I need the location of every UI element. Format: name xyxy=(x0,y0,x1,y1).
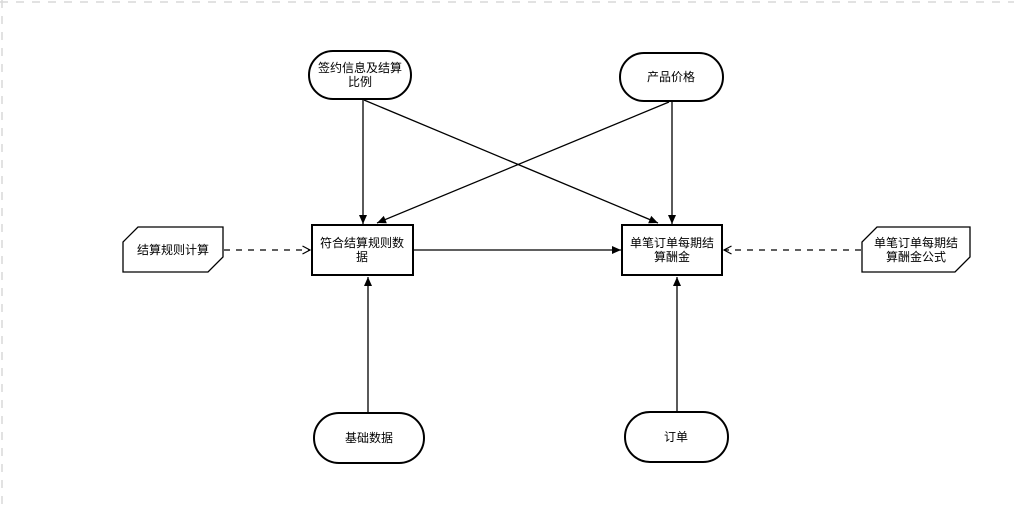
node-matched-data[interactable] xyxy=(311,224,414,276)
edge-price-to-matched[interactable] xyxy=(376,101,670,224)
node-contract-info[interactable] xyxy=(308,50,412,100)
node-base-data[interactable] xyxy=(313,412,425,464)
edge-contract-to-settlement[interactable] xyxy=(363,99,659,224)
node-order[interactable] xyxy=(624,411,729,463)
node-rule-calc[interactable] xyxy=(122,226,224,273)
node-product-price[interactable] xyxy=(619,52,724,102)
node-fee-formula[interactable] xyxy=(861,226,971,273)
node-settlement-fee[interactable] xyxy=(621,224,723,276)
